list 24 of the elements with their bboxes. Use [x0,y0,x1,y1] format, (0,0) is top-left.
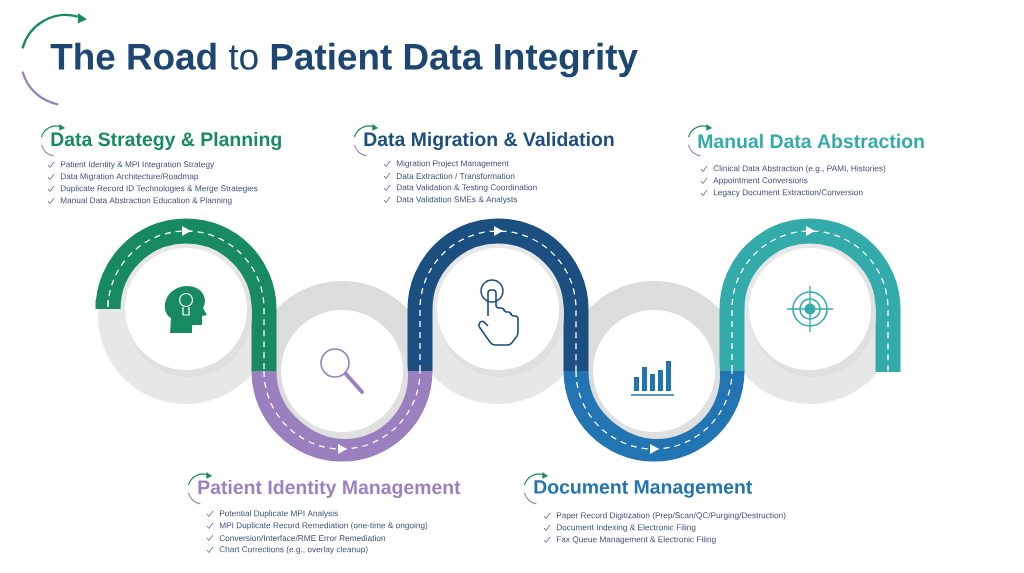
list-item: Potential Duplicate MPI Analysis [219,510,338,518]
list-item: Data Validation & Testing Coordination [396,184,537,192]
list-item: Data Validation SMEs & Analysts [396,196,518,204]
section-heading: Data Migration & Validation [364,131,614,151]
list-item: Data Migration Architecture/Roadmap [60,173,199,181]
list-item: Chart Corrections (e.g., overlay cleanup) [219,546,368,554]
list-item: Document Indexing & Electronic Filing [556,524,696,532]
list-item: Migration Project Management [396,160,509,168]
list-item: Fax Queue Management & Electronic Filing [556,536,716,544]
list-item: Data Extraction / Transformation [396,172,515,180]
section-heading: Data Strategy & Planning [51,131,281,151]
section-heading: Manual Data Abstraction [698,133,924,149]
section-heading: Patient Identity Management [198,479,461,499]
list-item: Manual Data Abstraction Education & Planning [60,197,232,205]
list-item: Duplicate Record ID Technologies & Merge Strategies [60,185,258,193]
title: The Road to Patient Data Integrity [50,42,638,78]
list-item: Appointment Conversions [713,177,808,185]
list-item: Clinical Data Abstraction (e.g., PAMI, Histories) [713,165,886,173]
list-item: Paper Record Digitization (Prep/Scan/QC/Purging/Destruction) [556,512,786,520]
list-item: Conversion/Interface/RME Error Remediation [219,534,385,542]
section-heading: Document Management [534,480,753,498]
list-item: Patient Identity & MPI Integration Strategy [60,161,215,169]
list-item: Legacy Document Extraction/Conversion [713,189,863,197]
list-item: MPI Duplicate Record Remediation (one-time & ongoing) [219,522,428,530]
